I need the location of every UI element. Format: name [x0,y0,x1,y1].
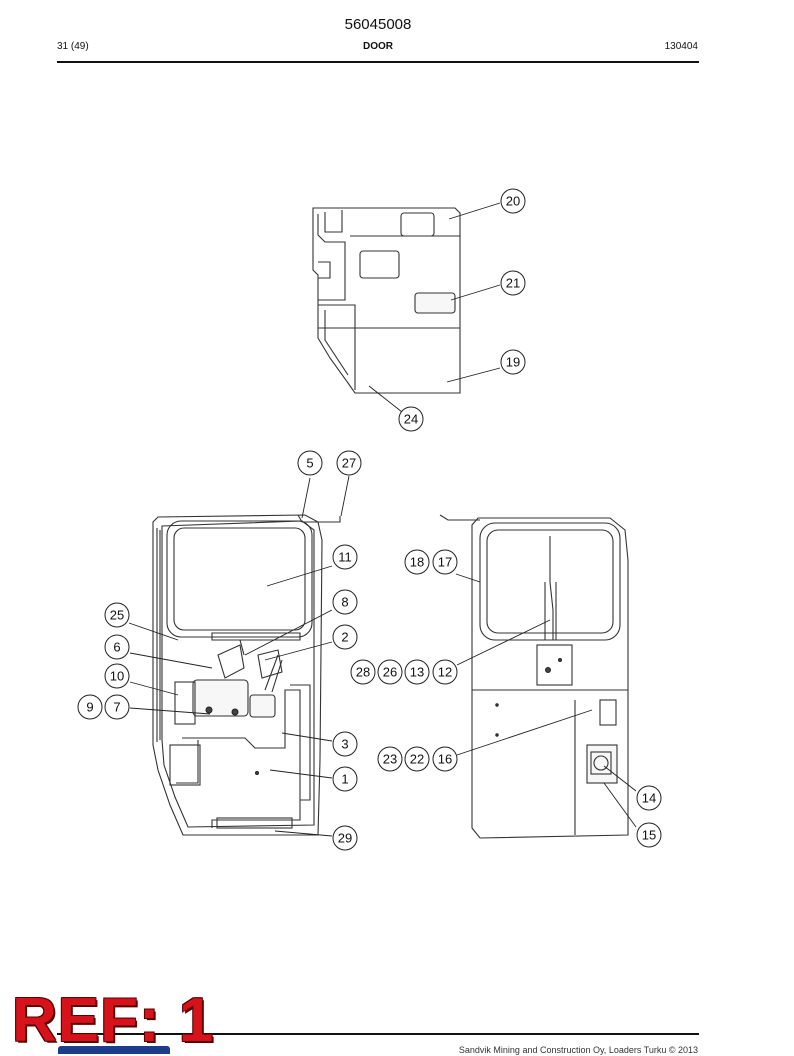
callout-13: 13 [404,659,430,685]
door-outer-view [439,514,629,839]
section-title: DOOR [363,41,393,52]
svg-text:19: 19 [506,355,520,370]
svg-text:22: 22 [410,752,424,767]
svg-text:14: 14 [642,791,656,806]
callout-19: 19 [500,349,526,375]
svg-text:15: 15 [642,828,656,843]
callout-11: 11 [332,544,358,570]
callout-8: 8 [332,589,358,615]
document-code: 130404 [664,41,698,52]
copyright-text: Sandvik Mining and Construction Oy, Load… [458,1045,698,1055]
svg-text:11: 11 [338,550,352,565]
svg-text:2: 2 [341,630,348,645]
callout-12: 12 [432,659,458,685]
callout-14: 14 [636,785,662,811]
svg-text:18: 18 [410,555,424,570]
svg-text:5: 5 [306,456,313,471]
svg-text:16: 16 [438,752,452,767]
svg-text:23: 23 [383,752,397,767]
callout-16: 16 [432,746,458,772]
page-indicator: 31 (49) [57,41,89,52]
callout-10: 10 [104,663,130,689]
svg-text:6: 6 [113,640,120,655]
callout-6: 6 [104,634,130,660]
leader-lines [128,202,637,837]
callout-20: 20 [500,188,526,214]
svg-text:26: 26 [383,665,397,680]
svg-text:3: 3 [341,737,348,752]
svg-text:10: 10 [110,669,124,684]
header-rule [57,61,699,63]
callout-24: 24 [398,406,424,432]
callout-1: 1 [332,766,358,792]
callout-25: 25 [104,602,130,628]
svg-text:21: 21 [506,276,520,291]
footer-rule [57,1033,699,1035]
callout-18: 18 [404,549,430,575]
callout-22: 22 [404,746,430,772]
callout-27: 27 [336,450,362,476]
callout-7: 7 [104,694,130,720]
company-logo [58,1046,170,1054]
door-inner-view [152,514,341,836]
callout-9: 9 [77,694,103,720]
reference-stamp: REF: 1 [12,986,215,1055]
callout-23: 23 [377,746,403,772]
svg-text:9: 9 [86,700,93,715]
callout-29: 29 [332,825,358,851]
callout-21: 21 [500,270,526,296]
svg-text:13: 13 [410,665,424,680]
svg-text:12: 12 [438,665,452,680]
callout-3: 3 [332,731,358,757]
svg-text:29: 29 [338,831,352,846]
svg-text:8: 8 [341,595,348,610]
svg-text:20: 20 [506,194,520,209]
svg-text:28: 28 [356,665,370,680]
svg-text:1: 1 [341,772,348,787]
svg-text:27: 27 [342,456,356,471]
callout-28: 28 [350,659,376,685]
svg-text:25: 25 [110,608,124,623]
callout-26: 26 [377,659,403,685]
svg-text:17: 17 [438,555,452,570]
document-number: 56045008 [344,16,412,33]
callout-2: 2 [332,624,358,650]
svg-text:7: 7 [113,700,120,715]
callout-5: 5 [297,450,323,476]
callout-17: 17 [432,549,458,575]
door-skin-view [312,207,461,394]
callout-15: 15 [636,822,662,848]
svg-text:24: 24 [404,412,418,427]
